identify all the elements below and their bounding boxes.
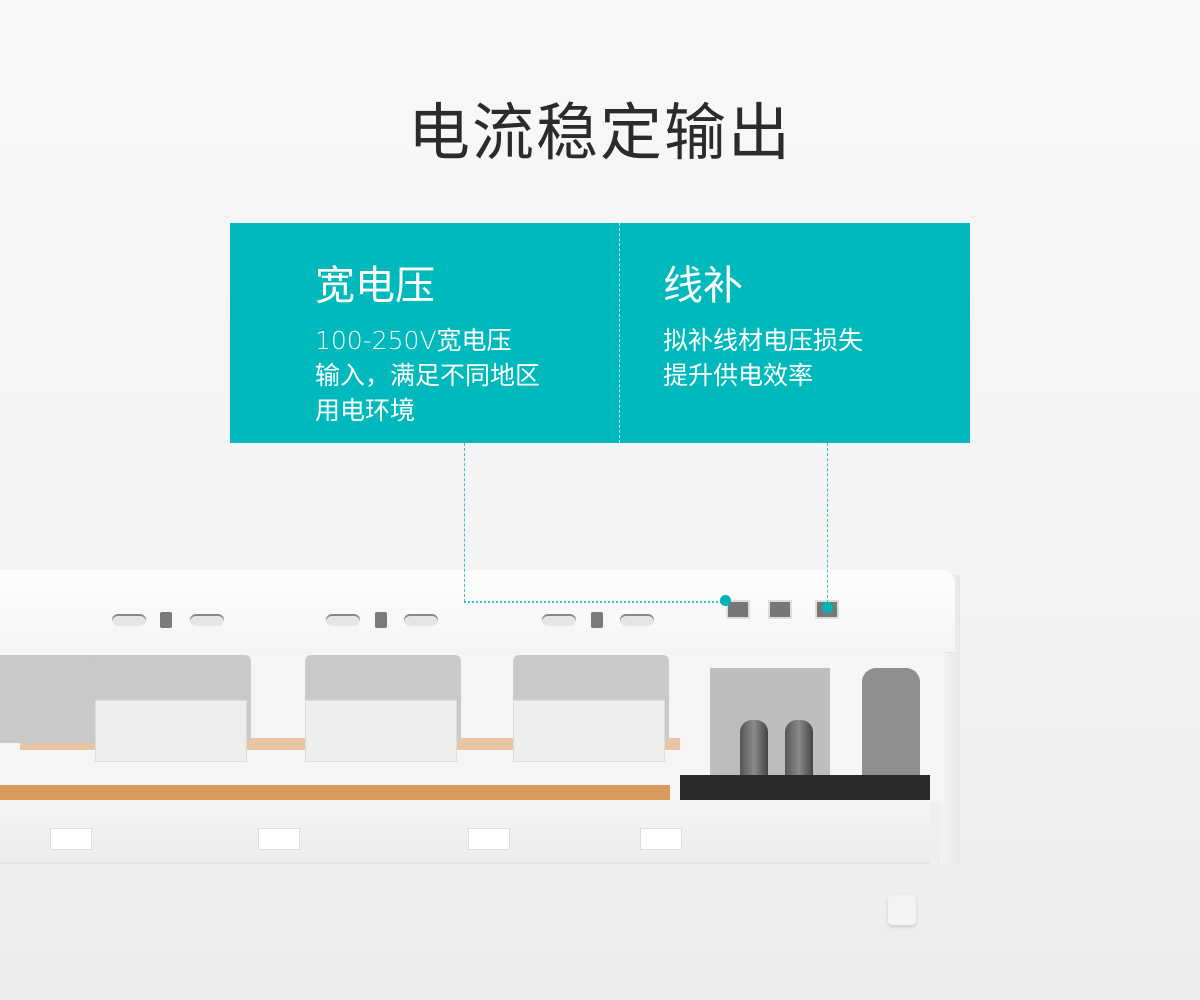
socket-outlet: [375, 612, 387, 628]
socket-outlet: [591, 612, 603, 628]
feature-line-compensation: 线补 拟补线材电压损失 提升供电效率: [663, 253, 863, 393]
socket-outlet: [620, 614, 654, 626]
feature-wide-voltage: 宽电压 100-250V宽电压 输入，满足不同地区 用电环境: [315, 253, 540, 428]
feature-line: 100-250V宽电压: [315, 326, 512, 355]
base-clip: [50, 828, 92, 850]
power-strip-base: [0, 800, 930, 864]
socket-outlet: [326, 614, 360, 626]
feature-heading: 线补: [663, 263, 743, 309]
copper-bar: [0, 785, 670, 801]
feature-line: 输入，满足不同地区: [315, 361, 541, 390]
callout-dot: [822, 602, 833, 613]
socket-outlet: [160, 612, 172, 628]
feature-line: 提升供电效率: [663, 361, 814, 390]
circuit-board: [680, 775, 930, 801]
usb-port: [768, 600, 792, 619]
page-title: 电流稳定输出: [407, 96, 792, 169]
callout-line: [464, 443, 465, 602]
divider: [619, 223, 620, 443]
power-strip-top: [0, 570, 955, 652]
base-clip: [468, 828, 510, 850]
socket-outlet: [190, 614, 224, 626]
socket-module-base: [305, 700, 457, 762]
feature-card: 宽电压 100-250V宽电压 输入，满足不同地区 用电环境 线补 拟补线材电压…: [230, 223, 970, 443]
feature-heading: 宽电压: [315, 263, 435, 309]
socket-module-base: [513, 700, 665, 762]
socket-module-base: [95, 700, 247, 762]
callout-dot: [720, 595, 731, 606]
usb-port: [726, 600, 750, 619]
socket-outlet: [542, 614, 576, 626]
socket-outlet: [112, 614, 146, 626]
base-leg: [888, 895, 916, 925]
feature-line: 用电环境: [315, 396, 416, 425]
feature-line: 拟补线材电压损失: [663, 326, 864, 355]
callout-line: [827, 443, 828, 603]
callout-line: [464, 601, 726, 603]
base-clip: [258, 828, 300, 850]
base-clip: [640, 828, 682, 850]
socket-outlet: [404, 614, 438, 626]
transformer: [862, 668, 920, 778]
